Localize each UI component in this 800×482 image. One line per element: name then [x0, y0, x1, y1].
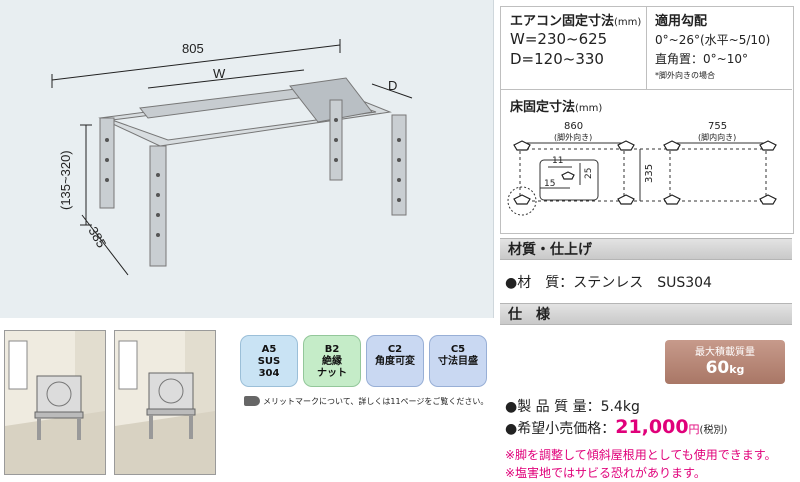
merit-note: メリットマークについて、詳しくは11ページをご覧ください。 [263, 397, 489, 406]
note-slope-roof: ※脚を調整して傾斜屋根用としても使用できます。 [505, 448, 777, 462]
badge-c5-label1: 寸法目盛 [438, 356, 478, 367]
max-load-box: 最大積載質量 60kg [665, 340, 785, 384]
slope-title: 適用勾配 [655, 14, 708, 29]
spec-box [500, 6, 794, 234]
install-photo-2 [114, 330, 216, 475]
install-photo-1 [4, 330, 106, 475]
badge-a5-label1: SUS [257, 356, 281, 367]
max-load-value: 60 [705, 358, 730, 378]
specs-header: 仕 様 [500, 303, 792, 325]
width-var-label: W [213, 66, 226, 81]
pointing-hand-icon [244, 396, 260, 406]
note-salt-damage: ※塩害地ではサビる恐れがあります。 [505, 466, 706, 480]
stand-diagram: 805 W D (135~320) 385 [51, 39, 413, 276]
dim-25: 25 [584, 168, 594, 179]
dim-860-note: (脚外向き) [554, 132, 592, 142]
badge-c2-code: C2 [387, 344, 403, 355]
badge-c2-label1: 角度可変 [375, 356, 415, 367]
badge-c5: C5 寸法目盛 [429, 335, 487, 387]
product-illustration-panel: 805 W D (135~320) 385 [0, 0, 494, 318]
dim-335: 335 [644, 164, 655, 183]
spec-divider-vertical [646, 7, 647, 89]
dim-755: 755 [708, 121, 727, 132]
w-range: W=230~625 [510, 30, 608, 48]
weight-line: ●製 品 質 量：5.4kg [505, 399, 640, 415]
badge-b2-label2: ナット [317, 368, 347, 379]
badge-c5-code: C5 [450, 344, 466, 355]
badge-b2-label1: 絶縁 [322, 356, 342, 367]
width-total-label: 805 [182, 41, 204, 56]
badge-b2: B2 絶縁 ナット [303, 335, 361, 387]
floor-fix-diagram: 860 (脚外向き) 755 (脚内向き) 335 11 15 25 [507, 121, 777, 216]
slope-line1: 0°~26°(水平~5/10) [655, 33, 771, 47]
price-unit: 円 [688, 423, 700, 436]
spec-divider-horizontal [501, 89, 792, 90]
badge-b2-code: B2 [324, 344, 340, 355]
price-line: ●希望小売価格：21,000円(税別) [505, 416, 727, 438]
badge-a5: A5 SUS 304 [240, 335, 298, 387]
price-value: 21,000 [615, 416, 689, 438]
d-range: D=120~330 [510, 50, 604, 68]
price-label: ●希望小売価格： [505, 421, 616, 437]
dim-15: 15 [544, 179, 555, 189]
material-line: ●材 質：ステンレス SUS304 [505, 275, 712, 291]
dim-11: 11 [552, 156, 563, 166]
max-load-value-wrap: 60kg [665, 358, 785, 380]
height-range-label: (135~320) [58, 150, 73, 210]
max-load-unit: kg [729, 363, 745, 376]
max-load-label: 最大積載質量 [695, 347, 755, 358]
badge-a5-label2: 304 [258, 368, 280, 379]
badge-a5-code: A5 [261, 344, 277, 355]
dim-860: 860 [564, 121, 583, 132]
ac-fix-title: エアコン固定寸法(mm) [510, 14, 642, 29]
floor-fix-title: 床固定寸法(mm) [510, 100, 603, 115]
slope-line2: 直角置：0°~10° [655, 52, 748, 66]
depth-label: D [388, 78, 397, 93]
badge-c2: C2 角度可変 [366, 335, 424, 387]
price-tax: (税別) [699, 425, 728, 436]
material-header: 材質・仕上げ [500, 238, 792, 260]
slope-note: *脚外向きの場合 [655, 71, 715, 80]
dim-755-note: (脚内向き) [698, 132, 736, 142]
